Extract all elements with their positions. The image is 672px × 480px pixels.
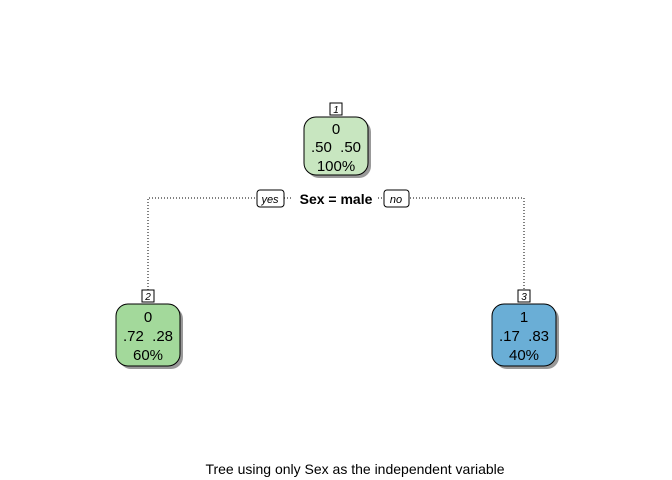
- node-2-id-box: [141, 289, 155, 303]
- node-3: 3 1 .17 .83 40%: [491, 289, 559, 369]
- node-2-box: [115, 303, 181, 367]
- node-2-id: 2: [144, 292, 151, 303]
- node-1-id: 1: [333, 105, 339, 116]
- split-label: Sex = male: [300, 191, 373, 207]
- node-1-box: [303, 116, 369, 176]
- yes-label: yes: [260, 194, 279, 206]
- node-1: 1 0 .50 .50 100%: [303, 102, 371, 178]
- node-3-probs: .17 .83: [499, 328, 549, 345]
- node-3-percent: 40%: [509, 347, 539, 364]
- no-label: no: [390, 194, 402, 206]
- edge-root-right: [410, 197, 525, 290]
- node-3-class: 1: [520, 309, 528, 326]
- node-1-class: 0: [332, 121, 340, 138]
- node-1-percent: 100%: [317, 158, 355, 175]
- no-label-box: [383, 189, 410, 208]
- node-2-percent: 60%: [133, 347, 163, 364]
- edge-root-left: [147, 197, 258, 290]
- node-2-class: 0: [144, 309, 152, 326]
- node-3-id-box: [517, 289, 531, 303]
- node-1-probs: .50 .50: [311, 139, 361, 156]
- yes-label-box: [256, 189, 285, 208]
- node-3-id: 3: [521, 292, 527, 303]
- node-2: 2 0 .72 .28 60%: [115, 289, 183, 369]
- node-3-box: [491, 303, 557, 367]
- node-2-probs: .72 .28: [123, 328, 173, 345]
- caption: Tree using only Sex as the independent v…: [205, 461, 504, 477]
- node-1-id-box: [329, 102, 343, 116]
- split: yes Sex = male no: [256, 189, 410, 208]
